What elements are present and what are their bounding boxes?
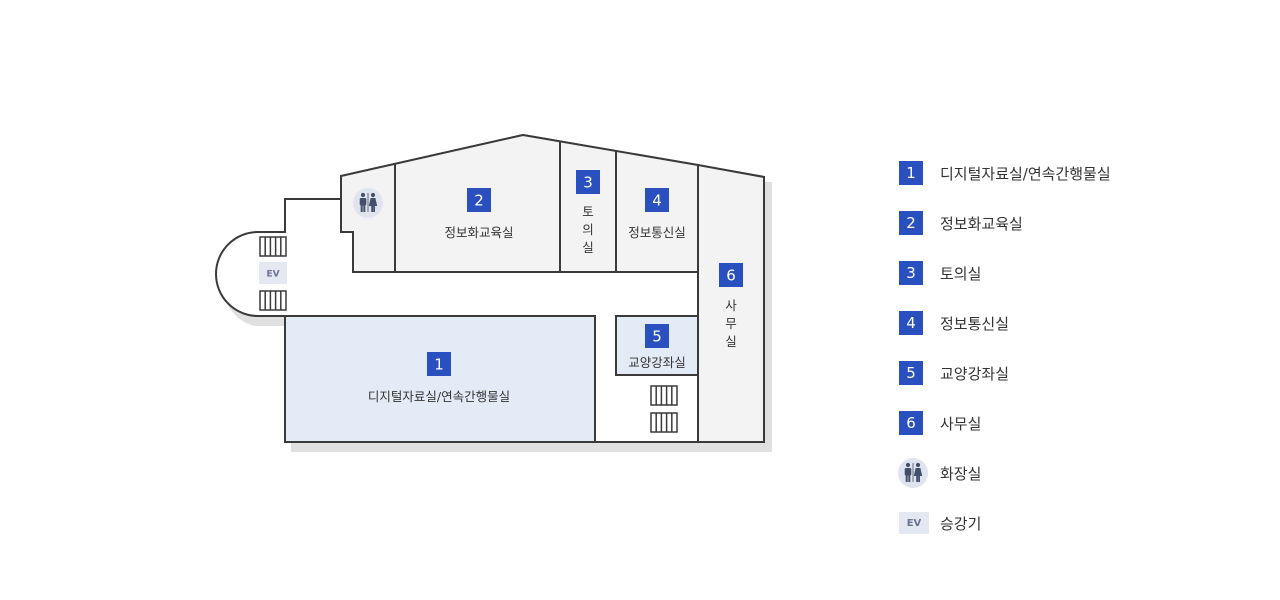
stairs-icon xyxy=(259,236,287,257)
restroom-icon xyxy=(353,188,383,218)
room-badge-2: 2 xyxy=(467,188,491,212)
svg-text:6: 6 xyxy=(726,267,736,285)
room-label-3-char: 의 xyxy=(582,222,594,237)
legend-item-elevator[interactable]: EV 승강기 xyxy=(899,511,1111,535)
svg-text:5: 5 xyxy=(652,328,662,346)
legend-label: 화장실 xyxy=(940,464,982,483)
legend-badge: 3 xyxy=(899,261,923,285)
svg-text:2: 2 xyxy=(474,192,484,210)
room-badge-1: 1 xyxy=(427,352,451,376)
elevator-box xyxy=(259,262,287,284)
room-badge-4: 4 xyxy=(645,188,669,212)
legend-item-1[interactable]: 1 디지털자료실/연속간행물실 xyxy=(899,161,1111,185)
legend: 1 디지털자료실/연속간행물실 2 정보화교육실 3 토의실 4 정보통신실 5… xyxy=(898,161,1111,561)
elevator-legend-badge: EV xyxy=(899,512,929,534)
room-label-6-char: 사 xyxy=(725,298,737,313)
legend-item-6[interactable]: 6 사무실 xyxy=(899,411,1111,435)
room-label-1: 디지털자료실/연속간행물실 xyxy=(368,389,510,404)
legend-badge: 1 xyxy=(899,161,923,185)
legend-badge: 5 xyxy=(899,361,923,385)
legend-label: 승강기 xyxy=(940,514,982,533)
room-label-6-char: 실 xyxy=(725,334,737,349)
legend-badge: 4 xyxy=(899,311,923,335)
legend-label: 사무실 xyxy=(940,414,982,433)
room-label-3-char: 실 xyxy=(582,240,594,255)
upper-rooms-block xyxy=(340,133,699,273)
elevator-label: EV xyxy=(266,270,279,280)
room-label-3-char: 토 xyxy=(582,204,594,219)
room-label-6-char: 무 xyxy=(725,316,737,331)
floor-plan: EV 1 디지털자료실/연속간행물실 2 정보화교육실 3 토 의 실 4 정보… xyxy=(215,133,772,452)
legend-badge: 6 xyxy=(899,411,923,435)
legend-item-3[interactable]: 3 토의실 xyxy=(899,261,1111,285)
room-1[interactable] xyxy=(284,315,596,443)
svg-text:4: 4 xyxy=(652,192,662,210)
stairs-icon xyxy=(650,412,678,433)
legend-label: 교양강좌실 xyxy=(940,364,1010,383)
stairs-icon xyxy=(650,385,678,406)
room-badge-6: 6 xyxy=(719,263,743,287)
legend-label: 토의실 xyxy=(940,264,982,283)
room-badge-5: 5 xyxy=(645,324,669,348)
legend-badge: 2 xyxy=(899,211,923,235)
svg-text:3: 3 xyxy=(583,174,593,192)
legend-item-restroom[interactable]: 화장실 xyxy=(898,458,1111,488)
room-label-4: 정보통신실 xyxy=(628,225,686,240)
legend-item-5[interactable]: 5 교양강좌실 xyxy=(899,361,1111,385)
legend-label: 정보통신실 xyxy=(940,314,1010,333)
svg-text:1: 1 xyxy=(434,356,444,374)
legend-label: 정보화교육실 xyxy=(940,214,1023,233)
room-label-5: 교양강좌실 xyxy=(628,355,686,370)
room-badge-3: 3 xyxy=(576,170,600,194)
legend-item-2[interactable]: 2 정보화교육실 xyxy=(899,211,1111,235)
legend-label: 디지털자료실/연속간행물실 xyxy=(940,164,1111,183)
stairs-icon xyxy=(259,290,287,311)
restroom-icon xyxy=(898,458,928,488)
legend-item-4[interactable]: 4 정보통신실 xyxy=(899,311,1111,335)
room-label-2: 정보화교육실 xyxy=(444,225,513,240)
